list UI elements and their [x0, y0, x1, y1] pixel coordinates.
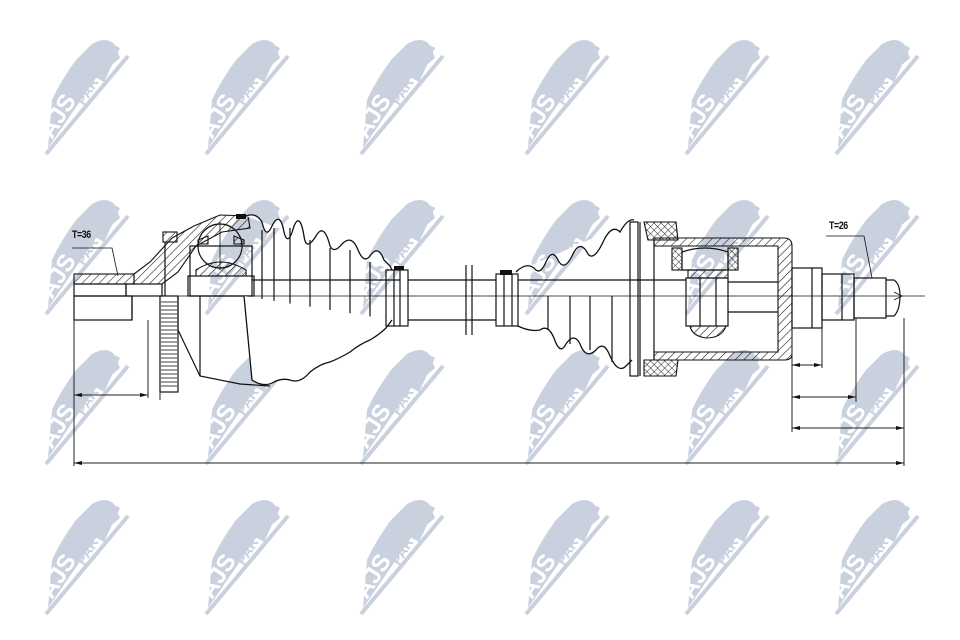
leader-t36 [72, 247, 119, 277]
dimension-lines [73, 318, 905, 466]
outer-cv-joint [73, 214, 271, 393]
outer-boot [243, 214, 409, 386]
leader-t26 [826, 235, 873, 279]
intermediate-shaft [408, 265, 496, 335]
spline-label-inner: T=26 [829, 220, 848, 232]
abs-ring-teeth [161, 301, 177, 387]
inner-boot [495, 219, 640, 370]
spline-label-outer: T=36 [72, 229, 91, 241]
inner-tripod-joint [629, 221, 793, 377]
inner-stub-shaft [791, 267, 903, 329]
